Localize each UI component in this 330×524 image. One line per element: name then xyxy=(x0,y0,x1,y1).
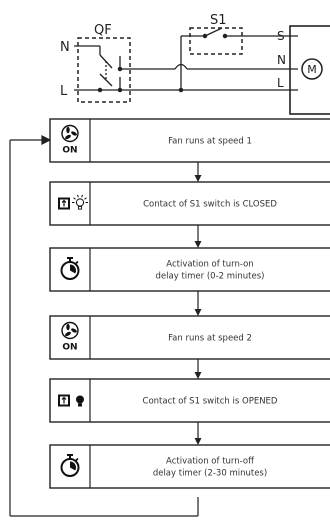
flow-step: Contact of S1 switch is OPENED xyxy=(49,378,330,423)
flow-step: Activation of turn-off delay timer (2-30 … xyxy=(49,444,330,489)
step-box xyxy=(49,444,330,489)
step-box xyxy=(49,315,330,360)
flow-arrow xyxy=(194,162,202,182)
step-label: Contact of S1 switch is OPENED xyxy=(143,397,278,407)
flow-step: Contact of S1 switch is CLOSED xyxy=(49,181,330,226)
motor-icon xyxy=(301,58,323,80)
fan-on-label: ON xyxy=(62,343,77,353)
flow-arrow xyxy=(194,422,202,445)
step-box xyxy=(49,247,330,292)
terminal-l-label: L xyxy=(60,84,68,99)
step-label: Fan runs at speed 1 xyxy=(168,137,252,147)
flowchart-steps: ON Fan runs at speed 1 Contact of S1 switc… xyxy=(49,118,330,489)
motor-terminal-s: S xyxy=(277,29,285,43)
step-box xyxy=(49,181,330,226)
breaker-box xyxy=(77,37,131,103)
flow-step: Activation of turn-on delay timer (0-2 mi… xyxy=(49,247,330,292)
step-label: delay timer (2-30 minutes) xyxy=(153,469,267,479)
step-box xyxy=(49,378,330,423)
step-label: delay timer (0-2 minutes) xyxy=(156,272,265,282)
fan-on-icon: ON xyxy=(61,321,79,353)
flow-step: ON Fan runs at speed 2 xyxy=(49,315,330,360)
fan-on-icon: ON xyxy=(61,124,79,156)
flow-arrow xyxy=(194,359,202,379)
step-label: Activation of turn-on xyxy=(166,260,253,270)
step-label: Fan runs at speed 2 xyxy=(168,334,252,344)
motor-terminal-n: N xyxy=(277,53,286,67)
switch-closed-icon xyxy=(58,194,88,210)
timer-icon xyxy=(60,454,80,477)
timer-icon xyxy=(60,257,80,280)
motor-terminal-l: L xyxy=(277,76,284,90)
fan-on-label: ON xyxy=(62,146,77,156)
motor-box xyxy=(289,25,330,115)
flow-step: ON Fan runs at speed 1 xyxy=(49,118,330,163)
flow-arrow xyxy=(194,291,202,316)
flowchart-connectors xyxy=(9,135,199,517)
motor-label: M xyxy=(307,63,317,76)
terminal-n-label: N xyxy=(60,40,70,55)
switch-box xyxy=(189,27,243,55)
step-label: Activation of turn-off xyxy=(166,457,255,467)
switch-opened-icon xyxy=(58,394,84,407)
circuit-schematic xyxy=(74,25,330,115)
breaker-label: QF xyxy=(94,23,112,38)
flow-arrow xyxy=(194,225,202,248)
step-label: Contact of S1 switch is CLOSED xyxy=(143,200,277,210)
switch-label: S1 xyxy=(210,13,227,28)
step-box xyxy=(49,118,330,163)
